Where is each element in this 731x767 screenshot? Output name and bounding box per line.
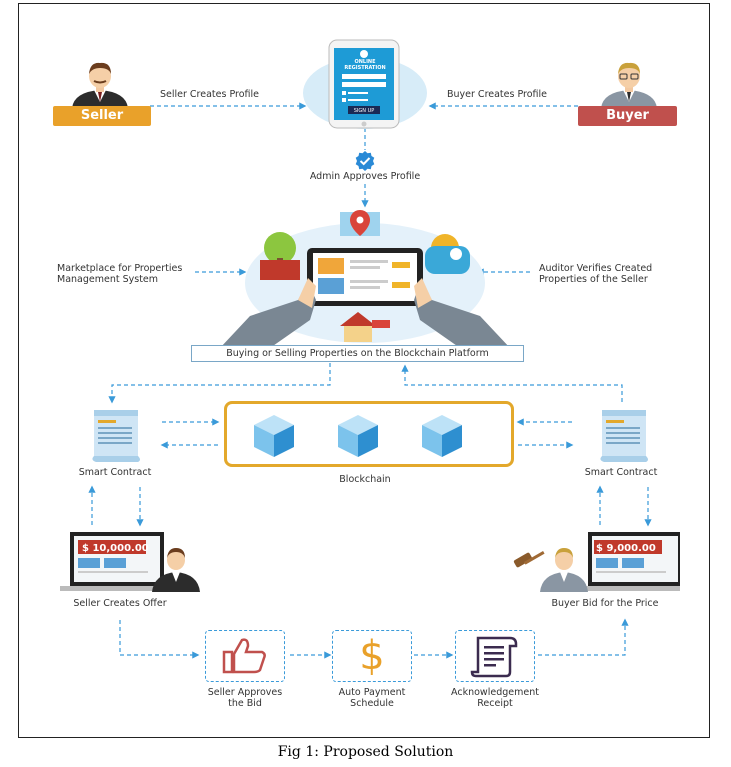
tablet-icon [220,210,510,348]
thumbs-up-icon [222,638,266,674]
cube-icon-3 [422,415,462,457]
smart-contract-right-label: Smart Contract [584,467,658,478]
arrow-offer-approve [119,620,200,659]
marketplace-label: Marketplace for Properties Management Sy… [57,263,182,285]
buyer-creates-profile-label: Buyer Creates Profile [447,89,548,100]
gavel-icon [513,551,545,568]
scroll-icon-right [600,410,648,462]
auto-payment-label: Auto Payment Schedule [312,687,432,709]
ack-receipt-label: Acknowledgement Receipt [430,687,560,709]
payment-box [332,630,412,682]
auditor-line1: Auditor Verifies Created [539,263,653,274]
buyer-avatar-icon [601,62,657,108]
seller-approves-line2: the Bid [228,698,262,709]
auditor-label: Auditor Verifies Created Properties of t… [539,263,652,285]
marketplace-line2: Management System [57,274,159,285]
check-icon [355,151,375,171]
auto-payment-line2: Schedule [350,698,394,709]
buyer-price: $ 9,000.00 [596,543,656,554]
ack-line1: Acknowledgement [451,687,539,698]
dollar-icon: $ [359,633,385,679]
admin-approves-label: Admin Approves Profile [309,171,421,182]
arrow-right-platform [401,364,623,402]
platform-box [191,345,524,362]
phone-icon [303,39,427,129]
blockchain-cubes [254,415,462,457]
phone-title-line1: ONLINE [354,59,376,65]
auditor-line2: Properties of the Seller [539,274,648,285]
scroll-icon-left [92,410,140,462]
seller-avatar-icon [72,62,128,108]
receipt-box [455,630,535,682]
phone-title-line2: REGISTRATION [344,65,386,71]
approve-box [205,630,285,682]
smart-contract-left-label: Smart Contract [78,467,152,478]
blockchain-label: Blockchain [339,474,391,485]
arrow-platform-left [108,363,331,404]
cube-icon-1 [254,415,294,457]
marketplace-line1: Marketplace for Properties [57,263,183,274]
auto-payment-line1: Auto Payment [338,687,406,698]
seller-price: $ 10,000.00 [82,543,149,554]
figure-caption: Fig 1: Proposed Solution [277,744,454,760]
phone-signup-button: SIGN UP [353,108,375,114]
receipt-icon [470,636,518,678]
seller-creates-profile-label: Seller Creates Profile [160,89,259,100]
buyer-bid-label: Buyer Bid for the Price [551,598,659,609]
laptop-icon-seller [60,532,200,592]
cube-icon-2 [338,415,378,457]
phone-title: ONLINE REGISTRATION [334,59,396,71]
seller-approves-label: Seller Approves the Bid [185,687,305,709]
platform-label: Buying or Selling Properties on the Bloc… [226,348,489,359]
arrow-receipt-bid [538,618,629,656]
seller-label-box: Seller [53,106,151,126]
laptop-icon-buyer [513,532,680,592]
seller-creates-offer-label: Seller Creates Offer [73,598,167,609]
buyer-label-box: Buyer [578,106,677,126]
ack-line2: Receipt [477,698,513,709]
seller-approves-line1: Seller Approves [207,687,283,698]
